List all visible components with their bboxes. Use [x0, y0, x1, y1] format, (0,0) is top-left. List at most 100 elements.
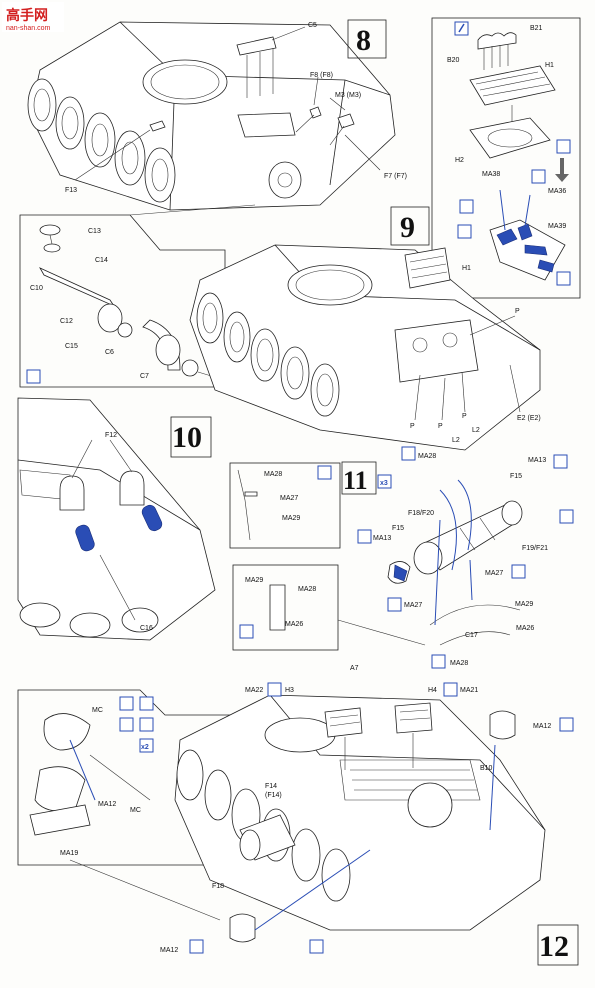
label-F15b: F15 — [392, 525, 404, 532]
step-9-box — [390, 206, 430, 246]
label-F18F20: F18/F20 — [408, 510, 434, 517]
label-F15a: F15 — [510, 473, 522, 480]
step-8-illustration: C5 F8 (F8) M3 (M3) F13 F7 (F7) — [27, 21, 407, 211]
label-MA28d: MA28 — [298, 586, 316, 593]
label-MA21: MA21 — [460, 687, 478, 694]
label-C14: C14 — [95, 257, 108, 264]
photo-etch-icon — [531, 169, 546, 184]
flip-icon-9 — [443, 682, 458, 697]
label-F12: F12 — [105, 432, 117, 439]
pe-part-icon-3 — [357, 529, 372, 544]
label-MA27c: MA27 — [404, 602, 422, 609]
label-MA28b: MA28 — [418, 453, 436, 460]
flip-icon-4 — [387, 597, 402, 612]
step-11-detail-b: MA29 MA28 MA26 — [232, 564, 426, 651]
label-P3: P — [438, 423, 443, 430]
flip-icon-11 — [189, 939, 204, 954]
step-12-number: 12 — [539, 930, 569, 963]
watermark-url: nan-shan.com — [6, 25, 51, 32]
flip-icon-7 — [119, 696, 134, 711]
label-C13: C13 — [88, 228, 101, 235]
step-11-exhaust-assembly: MA28 MA13 F15 F18/F20 F15 F19/F21 MA13 M… — [357, 446, 574, 669]
pe-part-icon — [457, 224, 472, 239]
label-MA39: MA39 — [548, 223, 566, 230]
label-F14b: (F14) — [265, 792, 282, 799]
step-10-box — [170, 416, 212, 458]
label-MA29c: MA29 — [245, 577, 263, 584]
step-8-number: 8 — [356, 24, 371, 57]
label-C5: C5 — [308, 22, 317, 29]
label-C12: C12 — [60, 318, 73, 325]
label-MA26a: MA26 — [516, 625, 534, 632]
label-P4: P — [462, 413, 467, 420]
label-H2: H2 — [455, 157, 464, 164]
label-MA12b: MA12 — [98, 801, 116, 808]
label-F19F21: F19/F21 — [522, 545, 548, 552]
flip-icon — [556, 139, 571, 154]
label-MA26b: MA26 — [285, 621, 303, 628]
label-P1: P — [515, 308, 520, 315]
label-P2: P — [410, 423, 415, 430]
flip-icon-10 — [559, 717, 574, 732]
label-MA29b: MA29 — [515, 601, 533, 608]
label-H1b: H1 — [462, 265, 471, 272]
step-10-number: 10 — [172, 421, 202, 454]
label-MA12c: MA12 — [160, 947, 178, 954]
label-C6: C6 — [105, 349, 114, 356]
step-11-number: 11 — [343, 466, 368, 495]
label-MA27a: MA27 — [280, 495, 298, 502]
flip-icon-8 — [267, 682, 282, 697]
step-8-hatch-detail: B21 B20 H1 H2 MA38 MA36 MA39 — [431, 17, 581, 299]
label-B20: B20 — [447, 57, 460, 64]
label-H4: H4 — [428, 687, 437, 694]
label-MA27b: MA27 — [485, 570, 503, 577]
label-F14: F14 — [265, 783, 277, 790]
step-10-illustration: F12 C16 — [17, 397, 216, 641]
label-MA19: MA19 — [60, 850, 78, 857]
drop-icon — [459, 199, 474, 214]
label-MC2: MC — [130, 807, 141, 814]
label-MA28c: MA28 — [450, 660, 468, 667]
glue-icon-4 — [239, 624, 254, 639]
label-C17: C17 — [465, 632, 478, 639]
multiplier-icon-2 — [139, 738, 154, 753]
label-MA36: MA36 — [548, 188, 566, 195]
label-B21: B21 — [530, 25, 543, 32]
flip-icon-6 — [431, 654, 446, 669]
pe-part-icon-4 — [139, 717, 154, 732]
drop-icon-4 — [309, 939, 324, 954]
multiplier-x2: x2 — [141, 744, 149, 751]
step-9-illustration: H1 P P P P L2 L2 E2 (E2) — [189, 244, 541, 451]
watermark-logo-text: 高手网 — [6, 7, 48, 24]
label-L2b: L2 — [472, 427, 480, 434]
label-F8: F8 (F8) — [310, 72, 333, 79]
label-F13: F13 — [65, 187, 77, 194]
multiplier-x3: x3 — [380, 480, 388, 487]
step-11-detail-a: MA28 MA27 MA29 — [229, 462, 341, 549]
label-MC1: MC — [92, 707, 103, 714]
pe-part-icon-2 — [556, 271, 571, 286]
flip-icon-3 — [553, 454, 568, 469]
glue-icon-2 — [26, 369, 41, 384]
label-MA13a: MA13 — [528, 457, 546, 464]
step-9-wheel-detail: C13 C14 C10 C12 C15 C6 C7 — [19, 204, 256, 388]
label-MA12a: MA12 — [533, 723, 551, 730]
label-A7: A7 — [350, 665, 359, 672]
flip-icon-2 — [401, 446, 416, 461]
label-M3: M3 (M3) — [335, 92, 361, 99]
label-F7: F7 (F7) — [384, 173, 407, 180]
step-12-left-detail: x2 MC MA12 MC MA19 — [17, 689, 231, 921]
label-L2a: L2 — [452, 437, 460, 444]
label-B10: B10 — [480, 765, 493, 772]
label-F18: F18 — [212, 883, 224, 890]
label-MA28a: MA28 — [264, 471, 282, 478]
glue-icon-5 — [139, 696, 154, 711]
label-MA38: MA38 — [482, 171, 500, 178]
step-11-box — [341, 461, 377, 495]
label-MA29a: MA29 — [282, 515, 300, 522]
label-MA22: MA22 — [245, 687, 263, 694]
label-C15: C15 — [65, 343, 78, 350]
label-C10: C10 — [30, 285, 43, 292]
